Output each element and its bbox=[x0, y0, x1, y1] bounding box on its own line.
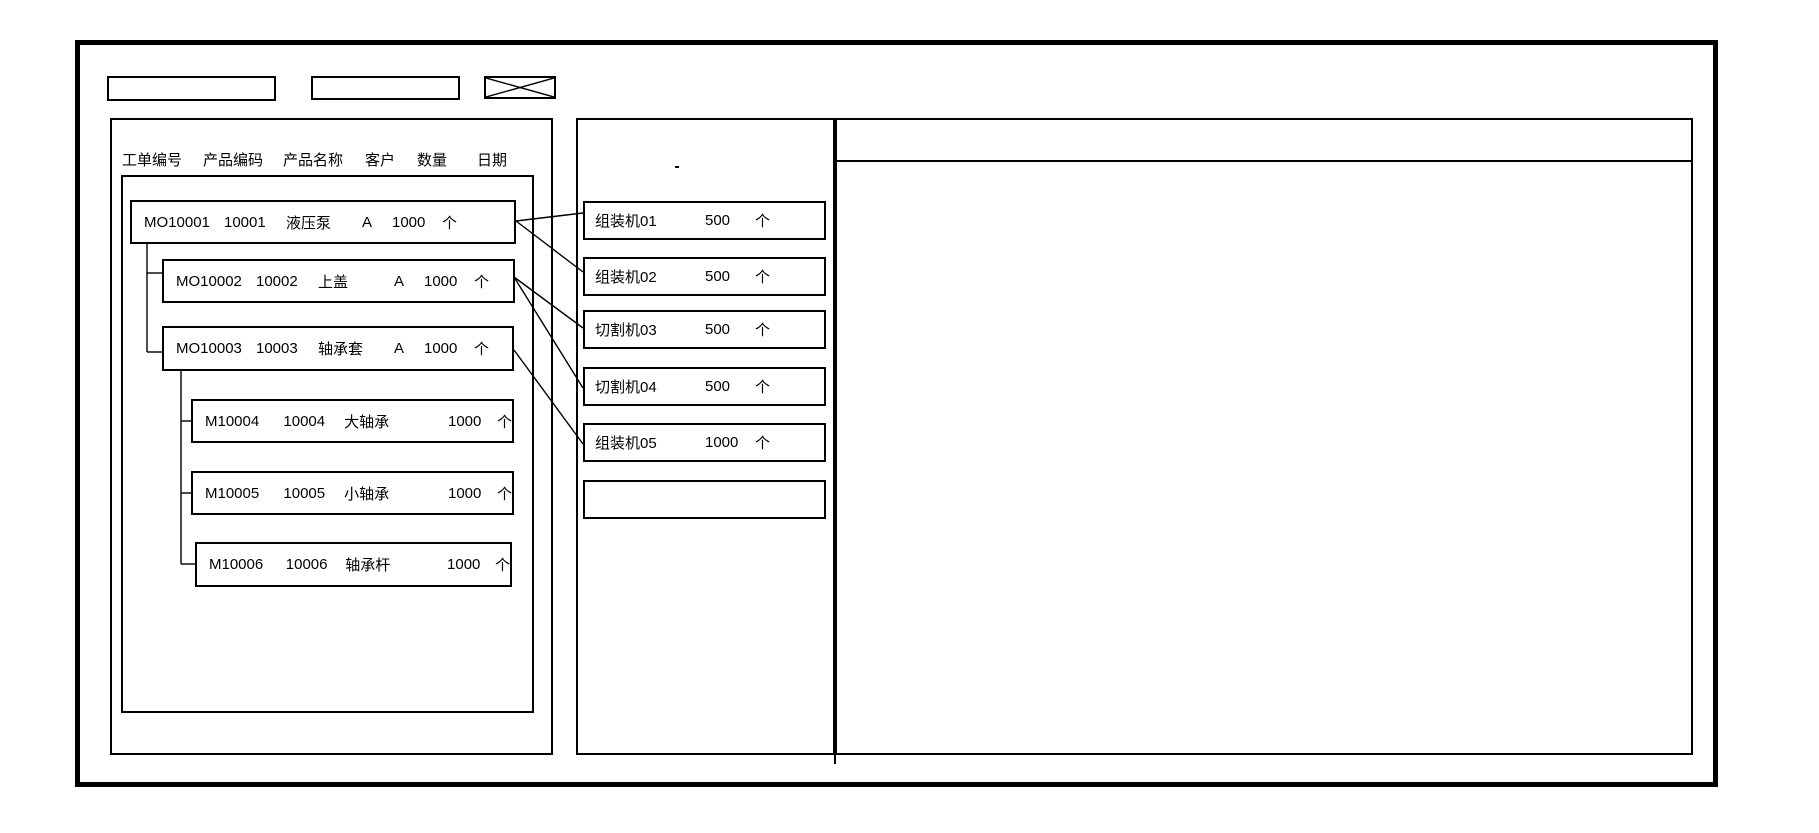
column-header-date: 日期 bbox=[477, 152, 508, 169]
machine-card-04[interactable]: 切割机04 500 个 bbox=[583, 367, 826, 406]
machine-qty: 500 bbox=[705, 212, 731, 229]
customer: A bbox=[362, 213, 373, 231]
machine-unit: 个 bbox=[755, 269, 771, 286]
product-code: 10001 bbox=[224, 213, 266, 231]
toolbar-input-1[interactable] bbox=[107, 76, 276, 101]
toolbar-input-2[interactable] bbox=[311, 76, 460, 100]
stray-dash-mark bbox=[675, 166, 679, 168]
machine-card-02[interactable]: 组装机02 500 个 bbox=[583, 257, 826, 296]
work-order-MO10002[interactable]: MO10002 10002 上盖 A 1000 个 bbox=[162, 259, 515, 303]
quantity: 1000 bbox=[392, 213, 426, 231]
product-name: 上盖 bbox=[318, 273, 349, 291]
panel-divider-extension bbox=[834, 755, 836, 764]
machine-card-05[interactable]: 组装机05 1000 个 bbox=[583, 423, 826, 462]
product-code: 10003 bbox=[256, 340, 298, 357]
machine-card-03[interactable]: 切割机03 500 个 bbox=[583, 310, 826, 349]
work-order-MO10003[interactable]: MO10003 10003 轴承套 A 1000 个 bbox=[162, 326, 514, 371]
quantity: 1000 bbox=[424, 340, 458, 357]
machine-qty: 500 bbox=[705, 268, 731, 285]
customer: A bbox=[394, 340, 405, 357]
schedule-panel-header-row bbox=[837, 120, 1691, 162]
machine-unit: 个 bbox=[755, 322, 771, 339]
product-code: 10005 bbox=[283, 484, 326, 502]
column-header-customer: 客户 bbox=[365, 152, 396, 169]
close-button[interactable] bbox=[484, 76, 556, 99]
quantity: 1000 bbox=[448, 484, 482, 502]
order-no: M10004 bbox=[205, 412, 260, 430]
machine-name: 切割机03 bbox=[595, 322, 657, 339]
customer: A bbox=[394, 272, 405, 290]
work-order-M10004[interactable]: M10004 10004 大轴承 1000 个 bbox=[191, 399, 514, 443]
product-name: 小轴承 bbox=[344, 485, 390, 503]
column-header-product-code: 产品编码 bbox=[203, 152, 264, 169]
work-order-M10005[interactable]: M10005 10005 小轴承 1000 个 bbox=[191, 471, 514, 515]
product-code: 10006 bbox=[285, 556, 328, 573]
product-name: 轴承套 bbox=[318, 341, 364, 358]
machine-unit: 个 bbox=[755, 379, 771, 396]
machine-name: 组装机01 bbox=[595, 213, 657, 230]
order-tree-container bbox=[121, 175, 534, 713]
product-name: 大轴承 bbox=[344, 413, 390, 431]
machine-card-empty[interactable] bbox=[583, 480, 826, 519]
unit: 个 bbox=[474, 341, 490, 358]
order-no: MO10002 bbox=[176, 272, 242, 290]
quantity: 1000 bbox=[424, 272, 458, 290]
column-header-product-name: 产品名称 bbox=[283, 152, 344, 169]
product-code: 10004 bbox=[283, 412, 326, 430]
product-name: 液压泵 bbox=[286, 214, 332, 232]
column-header-qty: 数量 bbox=[417, 152, 448, 169]
order-no: MO10001 bbox=[144, 213, 210, 231]
column-header-order-no: 工单编号 bbox=[122, 152, 183, 169]
unit: 个 bbox=[495, 557, 511, 574]
machine-name: 切割机04 bbox=[595, 379, 657, 396]
order-no: MO10003 bbox=[176, 340, 242, 357]
unit: 个 bbox=[442, 214, 458, 232]
machine-name: 组装机02 bbox=[595, 269, 657, 286]
quantity: 1000 bbox=[448, 412, 482, 430]
quantity: 1000 bbox=[447, 556, 481, 573]
product-name: 轴承杆 bbox=[345, 557, 391, 574]
work-order-MO10001[interactable]: MO10001 10001 液压泵 A 1000 个 bbox=[130, 200, 516, 244]
unit: 个 bbox=[496, 485, 512, 503]
machine-card-01[interactable]: 组装机01 500 个 bbox=[583, 201, 826, 240]
machine-unit: 个 bbox=[755, 435, 771, 452]
order-no: M10006 bbox=[209, 556, 264, 573]
machine-unit: 个 bbox=[755, 213, 771, 230]
work-order-M10006[interactable]: M10006 10006 轴承杆 1000 个 bbox=[195, 542, 512, 587]
schedule-panel bbox=[835, 118, 1693, 755]
machine-qty: 1000 bbox=[705, 434, 739, 451]
machine-name: 组装机05 bbox=[595, 435, 657, 452]
x-crossed-box-icon bbox=[486, 78, 554, 97]
machine-qty: 500 bbox=[705, 378, 731, 395]
product-code: 10002 bbox=[256, 272, 298, 290]
machine-qty: 500 bbox=[705, 321, 731, 338]
unit: 个 bbox=[496, 413, 512, 431]
order-no: M10005 bbox=[205, 484, 260, 502]
unit: 个 bbox=[474, 273, 490, 291]
